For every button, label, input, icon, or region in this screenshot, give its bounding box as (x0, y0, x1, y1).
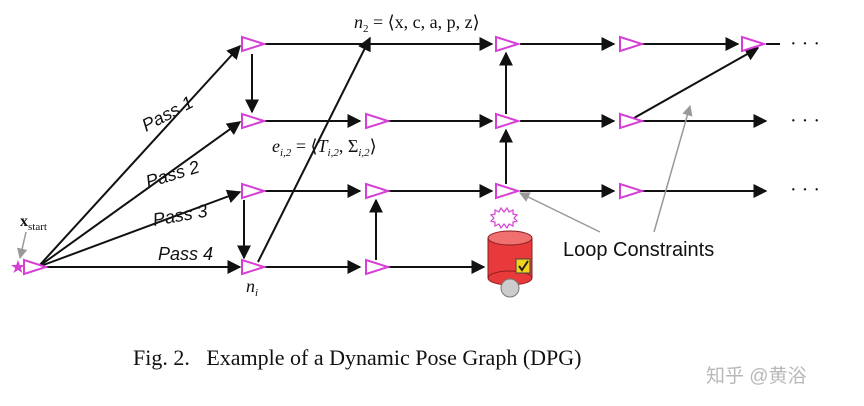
pointer-loop-2 (653, 104, 693, 233)
label-pass2: Pass 2 (143, 157, 201, 192)
node-ni (241, 258, 268, 276)
node-r1-3 (619, 35, 646, 53)
label-edge-sigma-sub: i,2 (358, 147, 370, 159)
label-ni-main: n (246, 276, 255, 296)
label-n2-main: n (354, 12, 363, 32)
pointer-arrows (17, 104, 693, 260)
label-xstart-main: x (20, 213, 28, 230)
label-loop-constraints: Loop Constraints (563, 239, 714, 261)
start-star-icon (11, 260, 25, 273)
node-n2 (495, 35, 522, 53)
pass-edges (37, 44, 242, 274)
label-xstart: xstart (20, 213, 47, 233)
label-edge-sep: , (339, 136, 348, 156)
label-n2: n2 = ⟨x, c, a, p, z⟩ (354, 12, 480, 35)
label-edge: ei,2 = ⟨Ti,2, Σi,2⟩ (272, 136, 377, 159)
watermark: 知乎 @黄浴 (706, 365, 807, 387)
ellipsis-row3: · · · (790, 179, 820, 201)
node-r1-4 (741, 35, 768, 53)
label-ni-sub: i (255, 287, 258, 299)
label-edge-eq: = ⟨ (291, 136, 317, 156)
row2-edges (265, 47, 768, 128)
figure-caption: Fig. 2. Example of a Dynamic Pose Graph … (133, 345, 581, 370)
label-pass4: Pass 4 (158, 244, 213, 264)
edge-start-pass3 (37, 189, 242, 268)
label-edge-close: ⟩ (370, 136, 377, 156)
node-r1-1 (241, 35, 268, 53)
label-pass1: Pass 1 (138, 92, 196, 135)
label-n2-sub: 2 (363, 23, 369, 35)
label-edge-sub: i,2 (280, 147, 292, 159)
pointer-loop-1 (519, 192, 601, 233)
edge-start-pass2 (37, 121, 242, 268)
label-edge-sigma: Σ (348, 136, 358, 156)
node-r3-2 (365, 182, 392, 200)
vertical-edges (237, 36, 513, 263)
node-r2-4 (619, 112, 646, 130)
label-ni: ni (246, 276, 258, 299)
ellipsis-row1: · · · (790, 33, 820, 55)
label-n2-rest: = ⟨x, c, a, p, z⟩ (369, 12, 480, 32)
ellipsis-row2: · · · (790, 110, 820, 132)
label-pass3: Pass 3 (151, 201, 209, 230)
node-r3-1 (241, 182, 268, 200)
label-edge-main: e (272, 136, 280, 156)
pointer-xstart (17, 231, 28, 260)
node-r3-3 (495, 182, 522, 200)
label-xstart-sub: start (28, 221, 47, 233)
robot-icon (487, 206, 533, 298)
node-r2-1 (241, 112, 268, 130)
edge-start-pass1 (37, 44, 241, 268)
label-edge-T-sub: i,2 (328, 147, 340, 159)
edge-r2-loop (633, 47, 760, 119)
node-r2-2 (365, 112, 392, 130)
start-node (23, 258, 50, 276)
node-r4-2 (365, 258, 392, 276)
pose-nodes (241, 35, 768, 276)
node-r2-3 (495, 112, 522, 130)
node-r3-4 (619, 182, 646, 200)
label-edge-T: T (318, 136, 330, 156)
edge-ni-n2 (257, 36, 371, 263)
